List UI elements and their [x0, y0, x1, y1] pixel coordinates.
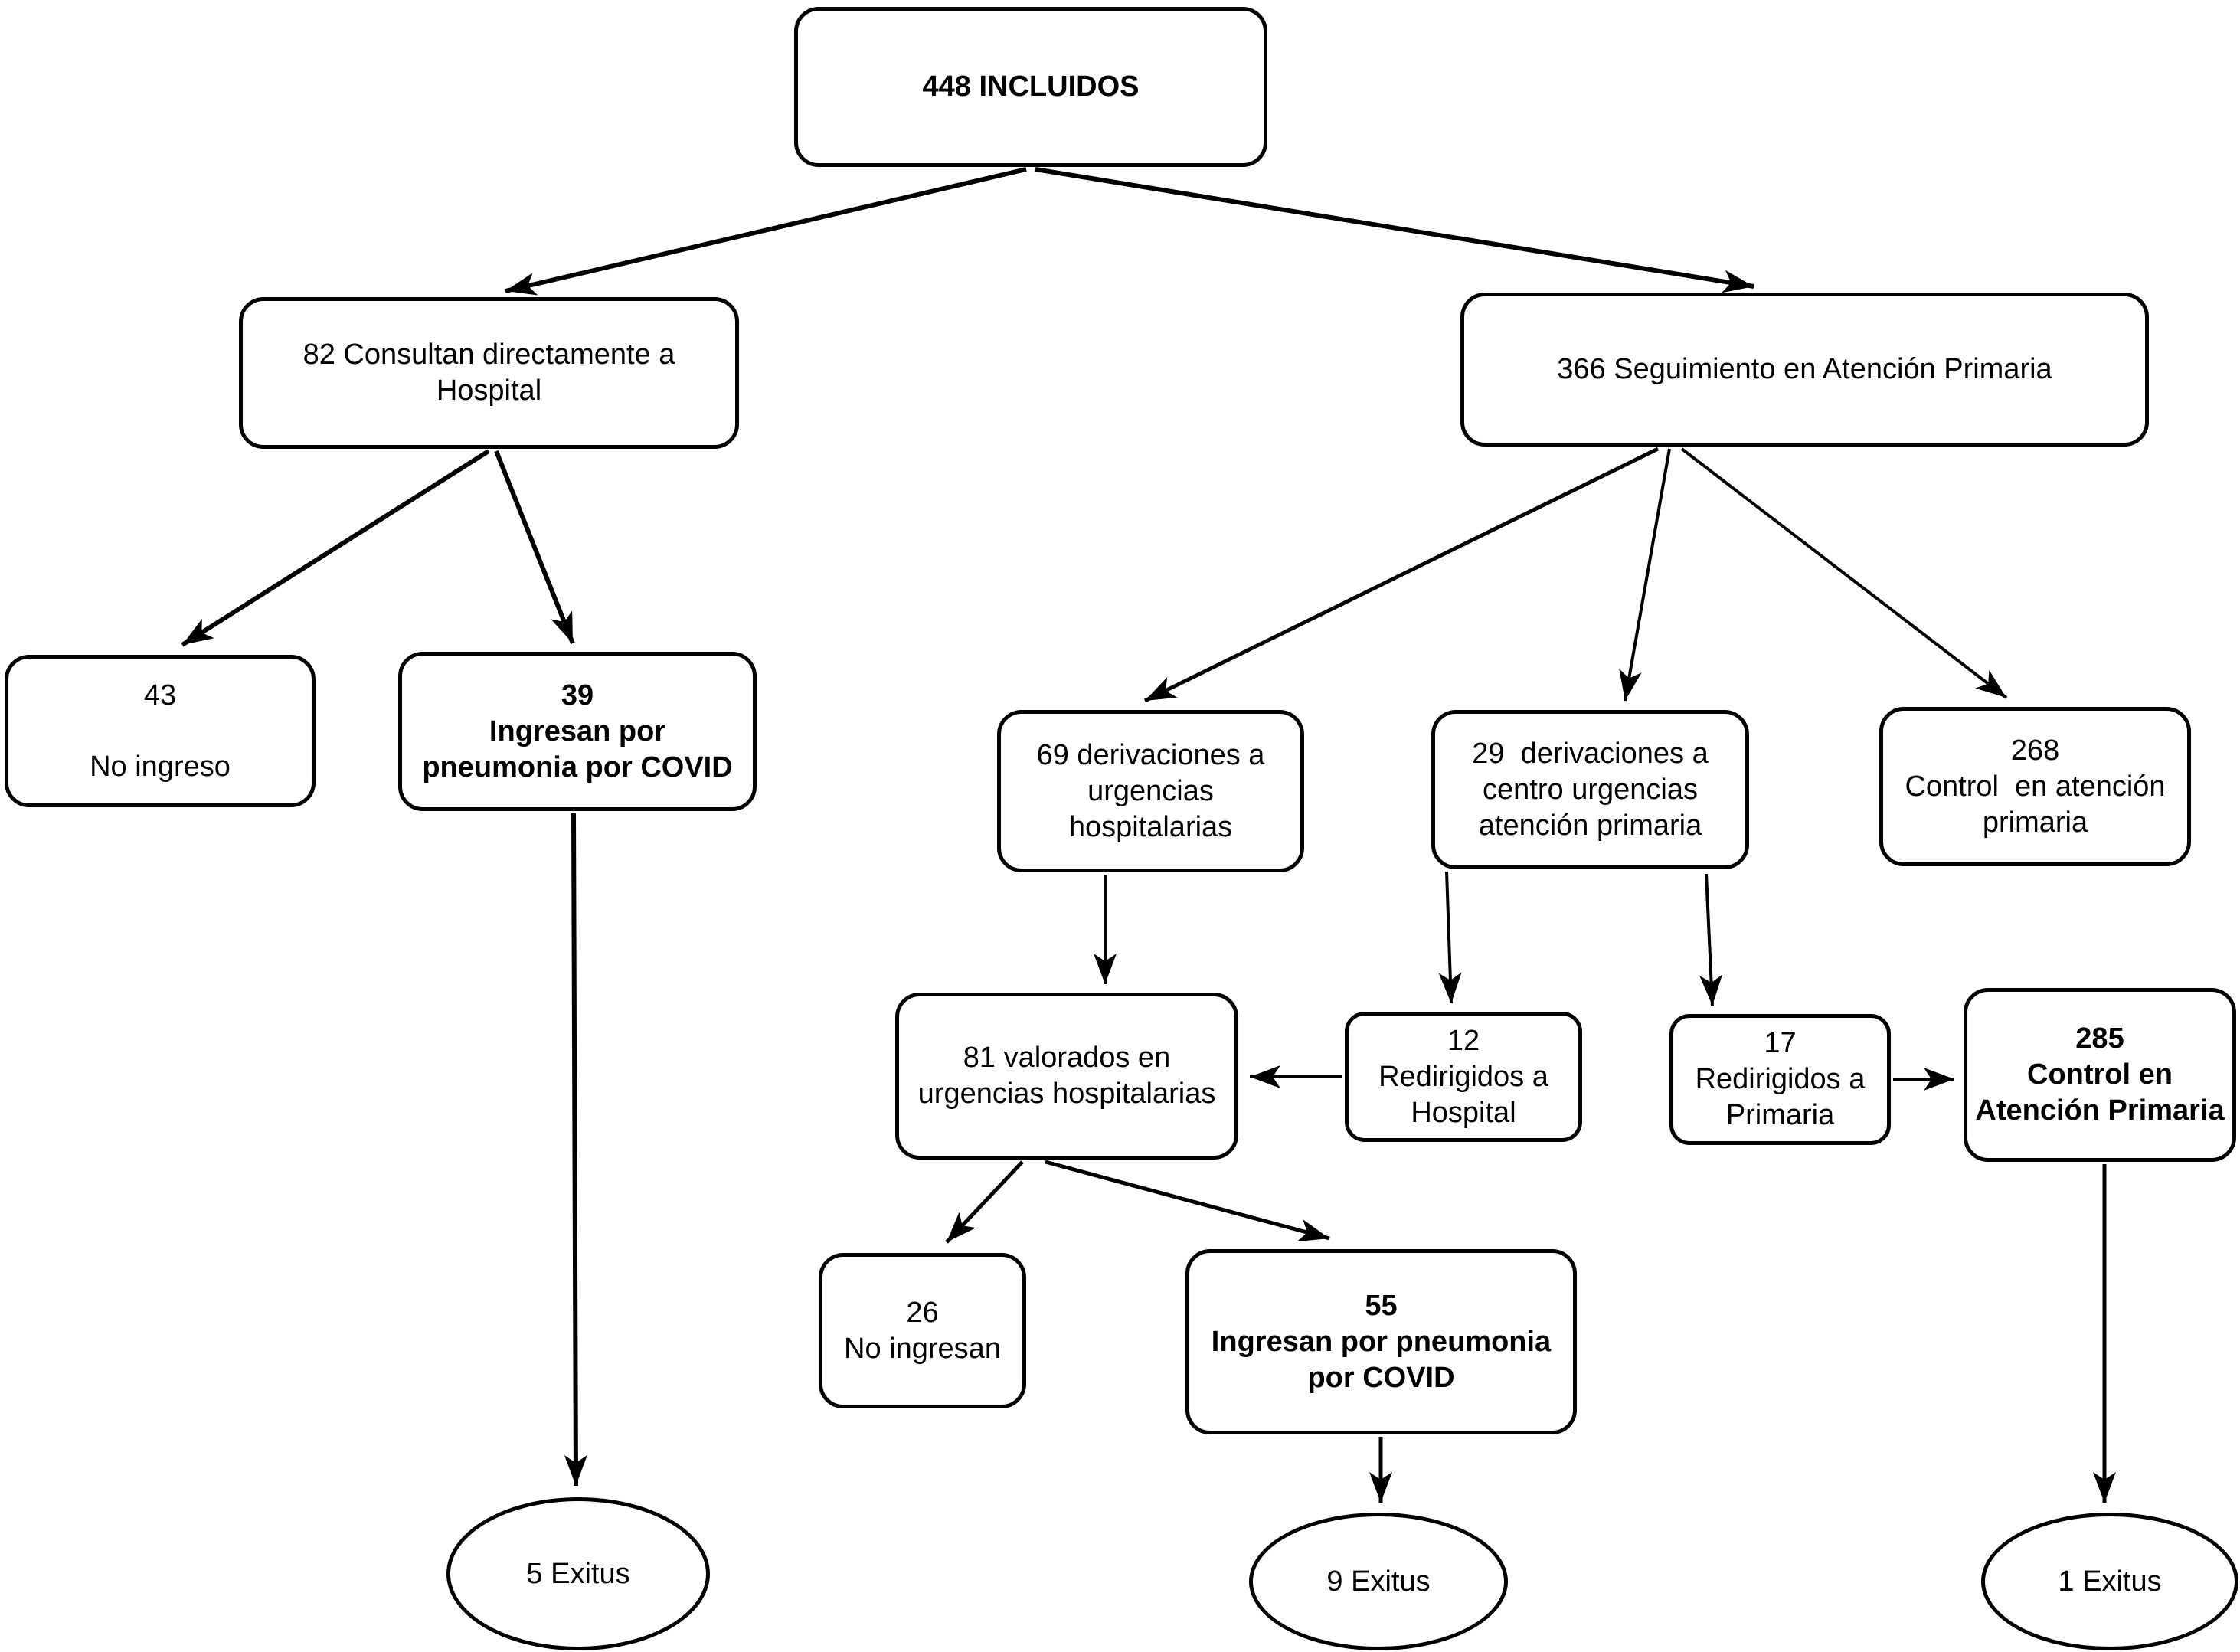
- node-366-seguimiento-ap: 366 Seguimiento en Atención Primaria: [1460, 293, 2149, 447]
- node-label: 17: [1764, 1027, 1797, 1059]
- node-label: No ingreso: [90, 750, 231, 783]
- node-label: 1 Exitus: [2058, 1565, 2162, 1598]
- node-label: urgencias hospitalarias: [917, 1078, 1216, 1110]
- node-label: 39: [561, 679, 594, 712]
- node-label: urgencias: [1087, 774, 1214, 807]
- node-69-derivaciones-urgencias: 69 derivaciones a urgencias hospitalaria…: [997, 710, 1304, 872]
- terminal-9-exitus: 9 Exitus: [1249, 1513, 1508, 1650]
- node-label: 366 Seguimiento en Atención Primaria: [1557, 353, 2052, 385]
- node-label: por COVID: [1307, 1361, 1455, 1394]
- node-448-incluidos: 448 INCLUIDOS: [794, 7, 1267, 167]
- node-label: 5 Exitus: [526, 1557, 630, 1590]
- node-label: Control en: [2027, 1058, 2173, 1091]
- node-label: Hospital: [1411, 1096, 1516, 1129]
- node-268-control-atencion: 268 Control en atención primaria: [1879, 707, 2191, 866]
- node-55-ingresan-pneumonia: 55 Ingresan por pneumonia por COVID: [1185, 1249, 1577, 1434]
- node-label: Hospital: [436, 375, 542, 407]
- node-26-no-ingresan: 26 No ingresan: [819, 1253, 1026, 1408]
- node-label: centro urgencias: [1483, 773, 1698, 806]
- terminal-1-exitus: 1 Exitus: [1981, 1513, 2238, 1650]
- node-17-redirigidos-primaria: 17 Redirigidos a Primaria: [1669, 1014, 1891, 1145]
- node-label: Primaria: [1725, 1099, 1835, 1131]
- node-82-consultan-hospital: 82 Consultan directamente a Hospital: [239, 297, 739, 449]
- node-label: atención primaria: [1478, 809, 1702, 842]
- node-label: Atención Primaria: [1975, 1094, 2225, 1127]
- node-label: 285: [2075, 1022, 2124, 1055]
- node-label: Redirigidos a: [1378, 1060, 1548, 1093]
- node-label: 55: [1365, 1289, 1398, 1322]
- node-label: 82 Consultan directamente a: [302, 339, 675, 371]
- node-label: pneumonia por COVID: [422, 751, 733, 783]
- node-12-redirigidos-hospital: 12 Redirigidos a Hospital: [1345, 1012, 1582, 1142]
- node-81-valorados-urgencias: 81 valorados en urgencias hospitalarias: [895, 993, 1238, 1160]
- node-label: Ingresan por pneumonia: [1211, 1325, 1552, 1358]
- node-label: Control en atención: [1905, 770, 2166, 803]
- node-label: 9 Exitus: [1326, 1565, 1431, 1598]
- node-label: 29 derivaciones a: [1472, 737, 1709, 770]
- node-39-ingresan-pneumonia: 39 Ingresan por pneumonia por COVID: [398, 652, 757, 811]
- node-label: 69 derivaciones a: [1036, 738, 1265, 771]
- node-285-control-atencion: 285 Control en Atención Primaria: [1964, 988, 2236, 1162]
- node-label: 268: [2010, 734, 2060, 767]
- node-label: 26: [906, 1296, 939, 1329]
- node-label: No ingresan: [844, 1332, 1001, 1365]
- node-label: 448 INCLUIDOS: [922, 70, 1140, 103]
- node-label: hospitalarias: [1068, 810, 1233, 843]
- node-label: Ingresan por: [489, 715, 666, 747]
- node-label: primaria: [1982, 806, 2088, 839]
- node-29-derivaciones-centro: 29 derivaciones a centro urgencias atenc…: [1431, 710, 1749, 869]
- node-label: Redirigidos a: [1695, 1063, 1866, 1095]
- node-43-no-ingreso: 43 No ingreso: [5, 655, 316, 807]
- node-label: 12: [1447, 1024, 1480, 1057]
- node-label: 81 valorados en: [963, 1042, 1171, 1074]
- terminal-5-exitus: 5 Exitus: [446, 1497, 710, 1650]
- node-label: 43: [143, 679, 177, 712]
